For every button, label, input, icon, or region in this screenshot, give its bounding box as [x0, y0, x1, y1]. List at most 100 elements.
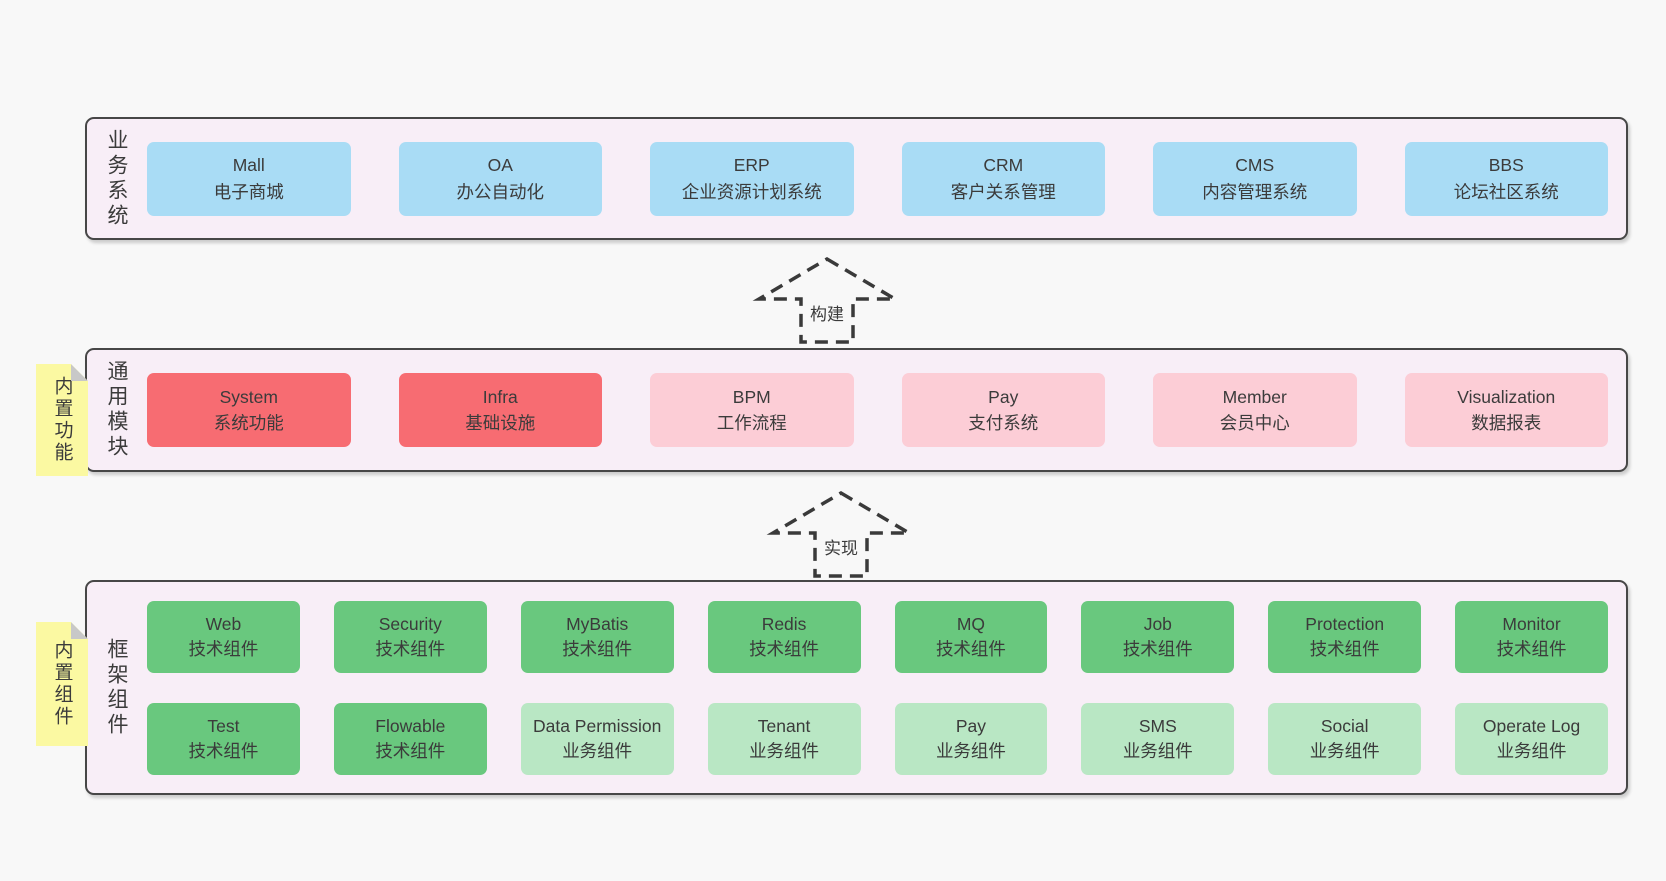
component-box-pay: Pay 业务组件 [894, 702, 1048, 775]
component-name: Protection [1305, 614, 1385, 635]
sticky-note-text: 内置组件 [51, 640, 73, 728]
component-name: Security [378, 614, 442, 635]
component-name: Data Permission [532, 716, 662, 737]
component-name: Test [207, 716, 240, 737]
layer-label-business-systems: 业务系统 [87, 119, 145, 238]
component-name: Flowable [375, 716, 446, 737]
component-name: MyBatis [566, 614, 629, 635]
component-name: Web [205, 614, 242, 635]
component-box-crm: CRM 客户关系管理 [901, 141, 1105, 216]
component-box-operate-log: Operate Log 业务组件 [1455, 702, 1608, 775]
component-desc: 系统功能 [213, 413, 284, 433]
component-name: CRM [983, 155, 1024, 176]
component-row: Test 技术组件 Flowable 技术组件 Data Permission 业务组件 T… [147, 702, 1608, 775]
dashed-up-arrow-icon [752, 256, 902, 344]
component-desc: 论坛社区系统 [1453, 181, 1559, 202]
component-box-visualization: Visualization 数据报表 [1404, 373, 1608, 447]
component-desc: 技术组件 [188, 638, 259, 659]
component-desc: 内容管理系统 [1202, 181, 1308, 202]
component-desc: 工作流程 [716, 413, 787, 433]
component-box-system: System 系统功能 [147, 373, 351, 447]
component-box-monitor: Monitor 技术组件 [1455, 600, 1608, 673]
component-desc: 业务组件 [562, 740, 633, 761]
component-desc: 会员中心 [1219, 413, 1290, 433]
sticky-note-built-in-features: 内置功能 [36, 364, 88, 476]
component-row: System 系统功能 Infra 基础设施 BPM 工作流程 Pay 支付系统 Member 会… [147, 373, 1608, 447]
component-desc: 业务组件 [1496, 740, 1567, 761]
component-box-sms: SMS 业务组件 [1081, 702, 1235, 775]
component-name: Operate Log [1482, 716, 1581, 737]
component-desc: 技术组件 [1309, 638, 1380, 659]
component-box-infra: Infra 基础设施 [398, 373, 602, 447]
component-desc: 企业资源计划系统 [681, 181, 822, 202]
component-box-bpm: BPM 工作流程 [650, 373, 854, 447]
layer-label-text: 通用模块 [105, 360, 128, 460]
sticky-note-built-in-components: 内置组件 [36, 622, 88, 746]
layer-label-framework-components: 框架组件 [87, 582, 145, 793]
component-name: Mall [232, 155, 265, 176]
component-desc: 业务组件 [1122, 740, 1193, 761]
component-desc: 技术组件 [562, 638, 633, 659]
component-desc: 技术组件 [375, 638, 446, 659]
component-name: Member [1222, 386, 1287, 407]
layer-framework-components: 框架组件 Web 技术组件 Security 技术组件 MyBatis 技术组件 Redis… [85, 580, 1628, 795]
component-desc: 技术组件 [1496, 638, 1567, 659]
component-desc: 客户关系管理 [950, 181, 1056, 202]
component-box-flowable: Flowable 技术组件 [333, 702, 487, 775]
component-desc: 基础设施 [465, 413, 536, 433]
component-desc: 数据报表 [1471, 413, 1542, 433]
component-desc: 支付系统 [968, 413, 1039, 433]
component-box-pay: Pay 支付系统 [901, 373, 1105, 447]
component-name: BPM [732, 386, 771, 407]
component-desc: 技术组件 [935, 638, 1006, 659]
component-box-mq: MQ 技术组件 [894, 600, 1048, 673]
layer-label-common-modules: 通用模块 [87, 350, 145, 470]
component-box-cms: CMS 内容管理系统 [1153, 141, 1357, 216]
component-name: Job [1143, 614, 1172, 635]
component-desc: 技术组件 [1122, 638, 1193, 659]
layer-common-modules: 通用模块 System 系统功能 Infra 基础设施 BPM 工作流程 Pay 支付系统 Me… [85, 348, 1628, 472]
component-box-protection: Protection 技术组件 [1268, 600, 1422, 673]
dashed-up-arrow-icon [766, 490, 916, 578]
build-arrow: 构建 [752, 254, 902, 346]
sticky-note-text: 内置功能 [51, 376, 73, 464]
component-box-mybatis: MyBatis 技术组件 [520, 600, 674, 673]
layer-rows-modules: System 系统功能 Infra 基础设施 BPM 工作流程 Pay 支付系统 Member 会… [145, 350, 1626, 470]
component-name: ERP [733, 155, 770, 176]
component-name: Social [1320, 716, 1369, 737]
component-name: Infra [482, 386, 518, 407]
component-desc: 技术组件 [375, 740, 446, 761]
component-name: BBS [1488, 155, 1524, 176]
component-desc: 电子商城 [213, 181, 284, 202]
implement-arrow: 实现 [766, 488, 916, 580]
component-name: Redis [761, 614, 807, 635]
build-arrow-label: 构建 [804, 299, 850, 326]
component-name: System [219, 386, 278, 407]
component-name: CMS [1235, 155, 1275, 176]
component-box-erp: ERP 企业资源计划系统 [650, 141, 854, 216]
component-box-security: Security 技术组件 [333, 600, 487, 673]
component-box-job: Job 技术组件 [1081, 600, 1235, 673]
component-box-mall: Mall 电子商城 [147, 141, 351, 216]
component-name: Pay [988, 386, 1019, 407]
component-name: SMS [1138, 716, 1177, 737]
component-desc: 技术组件 [188, 740, 259, 761]
component-name: Visualization [1457, 386, 1556, 407]
component-name: Pay [955, 716, 987, 737]
layer-label-text: 业务系统 [105, 128, 128, 229]
component-box-web: Web 技术组件 [147, 600, 300, 673]
component-box-data-permission: Data Permission 业务组件 [520, 702, 674, 775]
component-desc: 业务组件 [935, 740, 1006, 761]
component-box-member: Member 会员中心 [1153, 373, 1357, 447]
component-box-test: Test 技术组件 [147, 702, 300, 775]
component-name: MQ [956, 614, 986, 635]
component-name: Monitor [1502, 614, 1561, 635]
